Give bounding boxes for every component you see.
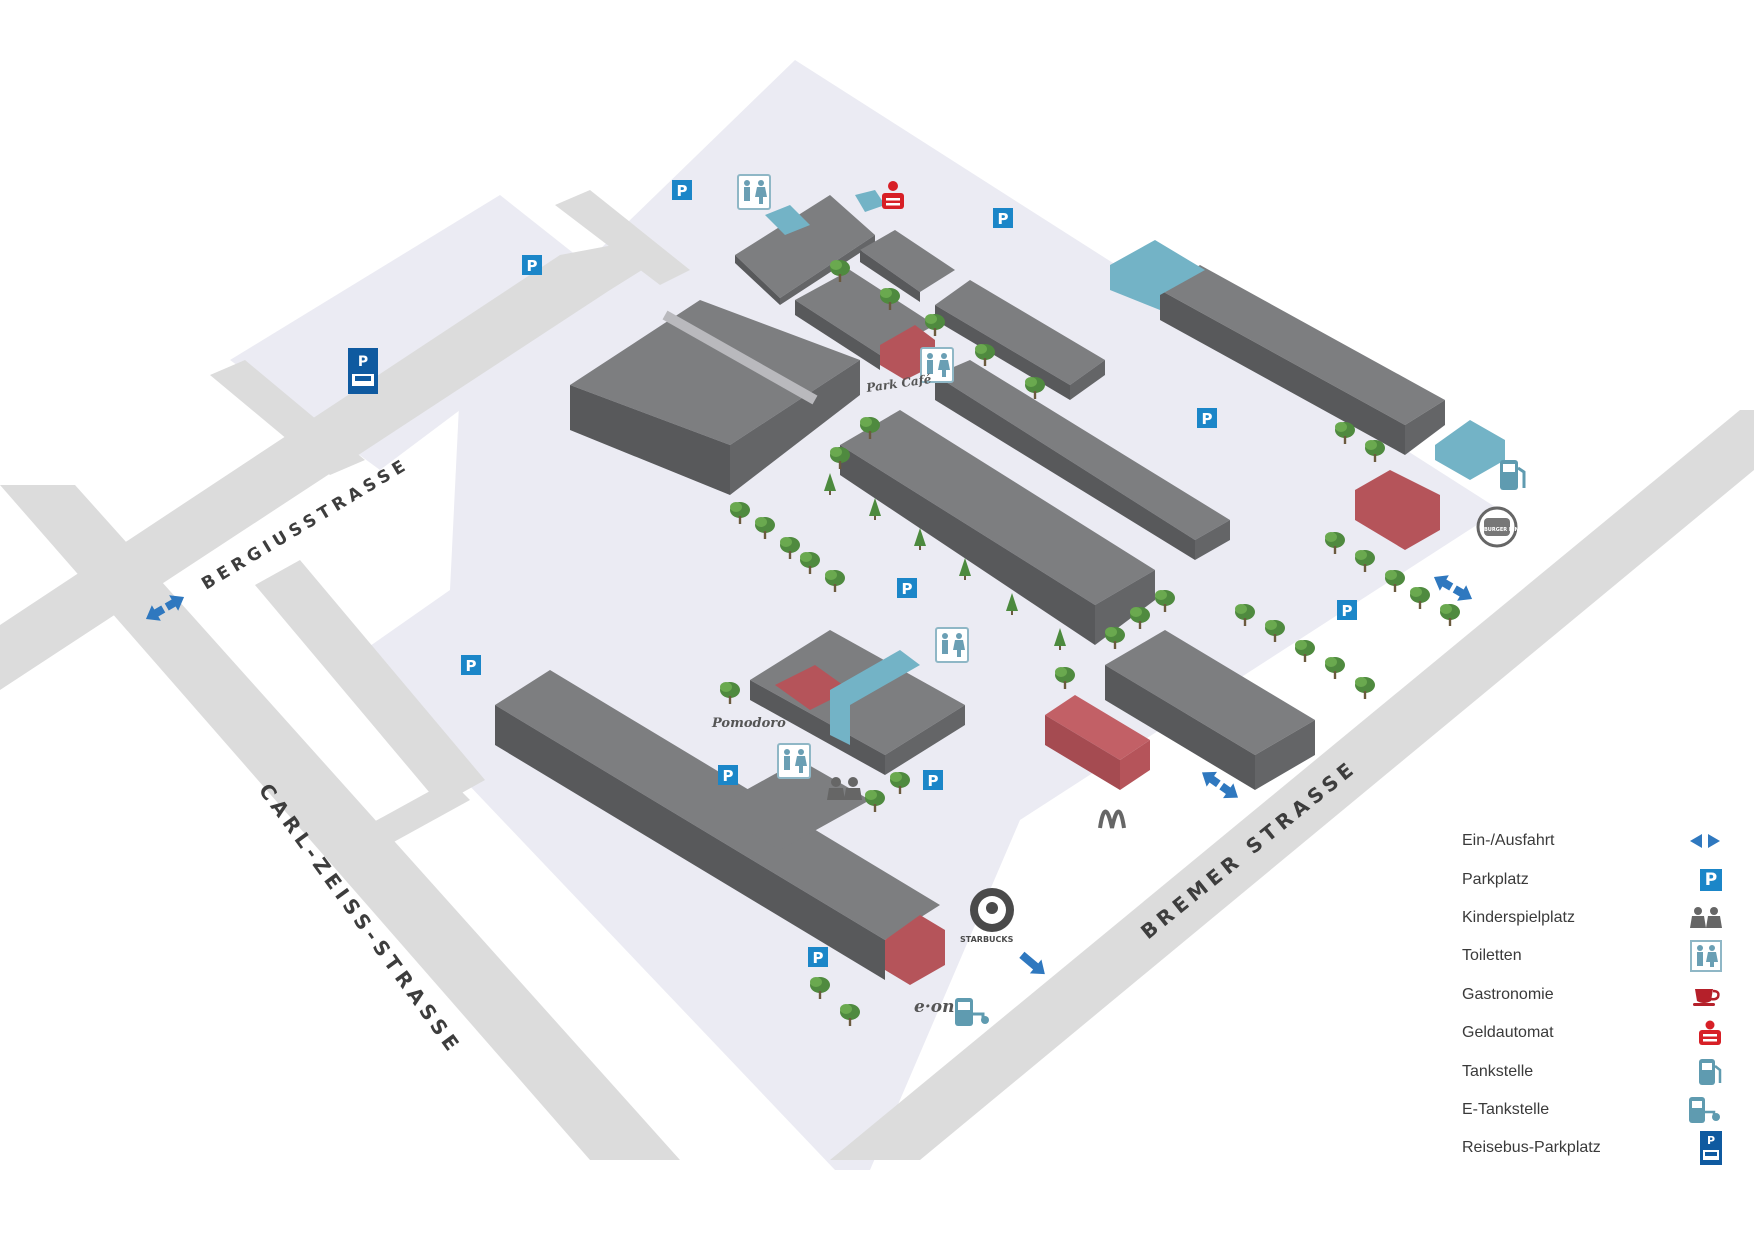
entry-exit-arrows-icon [1429, 569, 1477, 607]
building-teal-a [765, 205, 810, 235]
fuel-pump-icon [1500, 460, 1526, 490]
road-west-link [210, 360, 365, 475]
toilets-icon [777, 743, 811, 779]
building-teal-gas-station [1435, 420, 1505, 480]
parking-icon: P [1700, 868, 1722, 891]
coffee-cup-icon [1692, 983, 1722, 1007]
parking-icon [718, 765, 738, 785]
legend-item-fuel: Tankstelle [1462, 1052, 1722, 1090]
building-center-cluster [750, 630, 965, 775]
parking-icon [993, 208, 1013, 228]
legend-label: Reisebus-Parkplatz [1462, 1139, 1601, 1157]
building-north-block-b [860, 230, 955, 302]
parking-icon [1337, 600, 1357, 620]
bus-parking-icon: P [1700, 1131, 1722, 1166]
legend-item-bus-parking: Reisebus-Parkplatz P [1462, 1129, 1722, 1167]
atm-sparkasse-icon [1698, 1020, 1722, 1046]
road-north-access [555, 190, 690, 285]
svg-text:P: P [1707, 1134, 1715, 1147]
legend-label: Geldautomat [1462, 1024, 1554, 1042]
building-central-long [840, 410, 1155, 645]
atm-sparkasse-icon [882, 181, 904, 209]
building-starbucks [885, 915, 945, 985]
parking-icon [461, 655, 481, 675]
svg-text:P: P [358, 354, 368, 370]
playground-icon [827, 777, 862, 800]
legend-label: Tankstelle [1462, 1062, 1534, 1080]
eon-label: e·on [914, 997, 954, 1017]
building-mcdonalds [1045, 695, 1150, 790]
building-north-block-a [735, 195, 875, 305]
entry-exit-markers [141, 569, 1477, 975]
entry-exit-arrows-icon [1019, 951, 1045, 975]
map-legend: Ein-/Ausfahrt Parkplatz P Kinderspielpla… [1462, 822, 1722, 1168]
legend-label: Kinderspielplatz [1462, 908, 1575, 926]
legend-label: Ein-/Ausfahrt [1462, 832, 1555, 850]
playground-icon [1690, 906, 1722, 930]
legend-label: E-Tankstelle [1462, 1100, 1550, 1118]
burger-king-label: BURGER KING [1484, 527, 1523, 533]
parking-icon [672, 180, 692, 200]
parking-icon [808, 947, 828, 967]
parking-icon [923, 770, 943, 790]
legend-item-entry-exit: Ein-/Ausfahrt [1462, 822, 1722, 860]
building-burger-king [1355, 470, 1440, 550]
legend-item-toilets: Toiletten [1462, 937, 1722, 975]
building-north-east [1160, 265, 1445, 455]
building-south-east [1105, 630, 1315, 790]
road-carl-zeiss-strasse [0, 485, 680, 1160]
mcdonalds-logo [1098, 809, 1126, 829]
building-teal-north-east [1110, 240, 1205, 310]
burger-king-logo [1476, 506, 1518, 548]
toilets-icon [1690, 940, 1722, 973]
legend-label: Parkplatz [1462, 870, 1529, 888]
starbucks-logo [970, 888, 1014, 932]
legend-label: Gastronomie [1462, 985, 1554, 1003]
building-east-row-1 [935, 280, 1105, 400]
parking-icon [897, 578, 917, 598]
road-side-street-1 [255, 560, 485, 805]
ev-charging-icon [955, 998, 989, 1026]
building-south-long [495, 670, 940, 980]
toilets-icon [737, 174, 771, 210]
starbucks-label: STARBUCKS [960, 935, 1014, 944]
parking-icon [1197, 408, 1217, 428]
fuel-pump-icon [1698, 1058, 1722, 1086]
building-teal-b [855, 190, 885, 212]
toilets-icon [935, 627, 969, 663]
legend-label: Toiletten [1462, 947, 1522, 965]
building-central-west [570, 300, 860, 495]
road-bremer-strasse [830, 410, 1754, 1160]
entry-exit-arrows-icon [1688, 832, 1722, 850]
legend-item-ev-charging: E-Tankstelle [1462, 1091, 1722, 1129]
legend-item-parking: Parkplatz P [1462, 860, 1722, 898]
building-east-row-2 [935, 360, 1230, 560]
legend-item-atm: Geldautomat [1462, 1014, 1722, 1052]
parking-icon [522, 255, 542, 275]
road-side-street-2 [350, 780, 470, 855]
legend-item-playground: Kinderspielplatz [1462, 899, 1722, 937]
pomodoro-label: Pomodoro [711, 716, 786, 731]
legend-item-gastronomy: Gastronomie [1462, 976, 1722, 1014]
ev-charging-icon [1688, 1096, 1722, 1124]
bus-parking-icon: P [348, 348, 378, 394]
